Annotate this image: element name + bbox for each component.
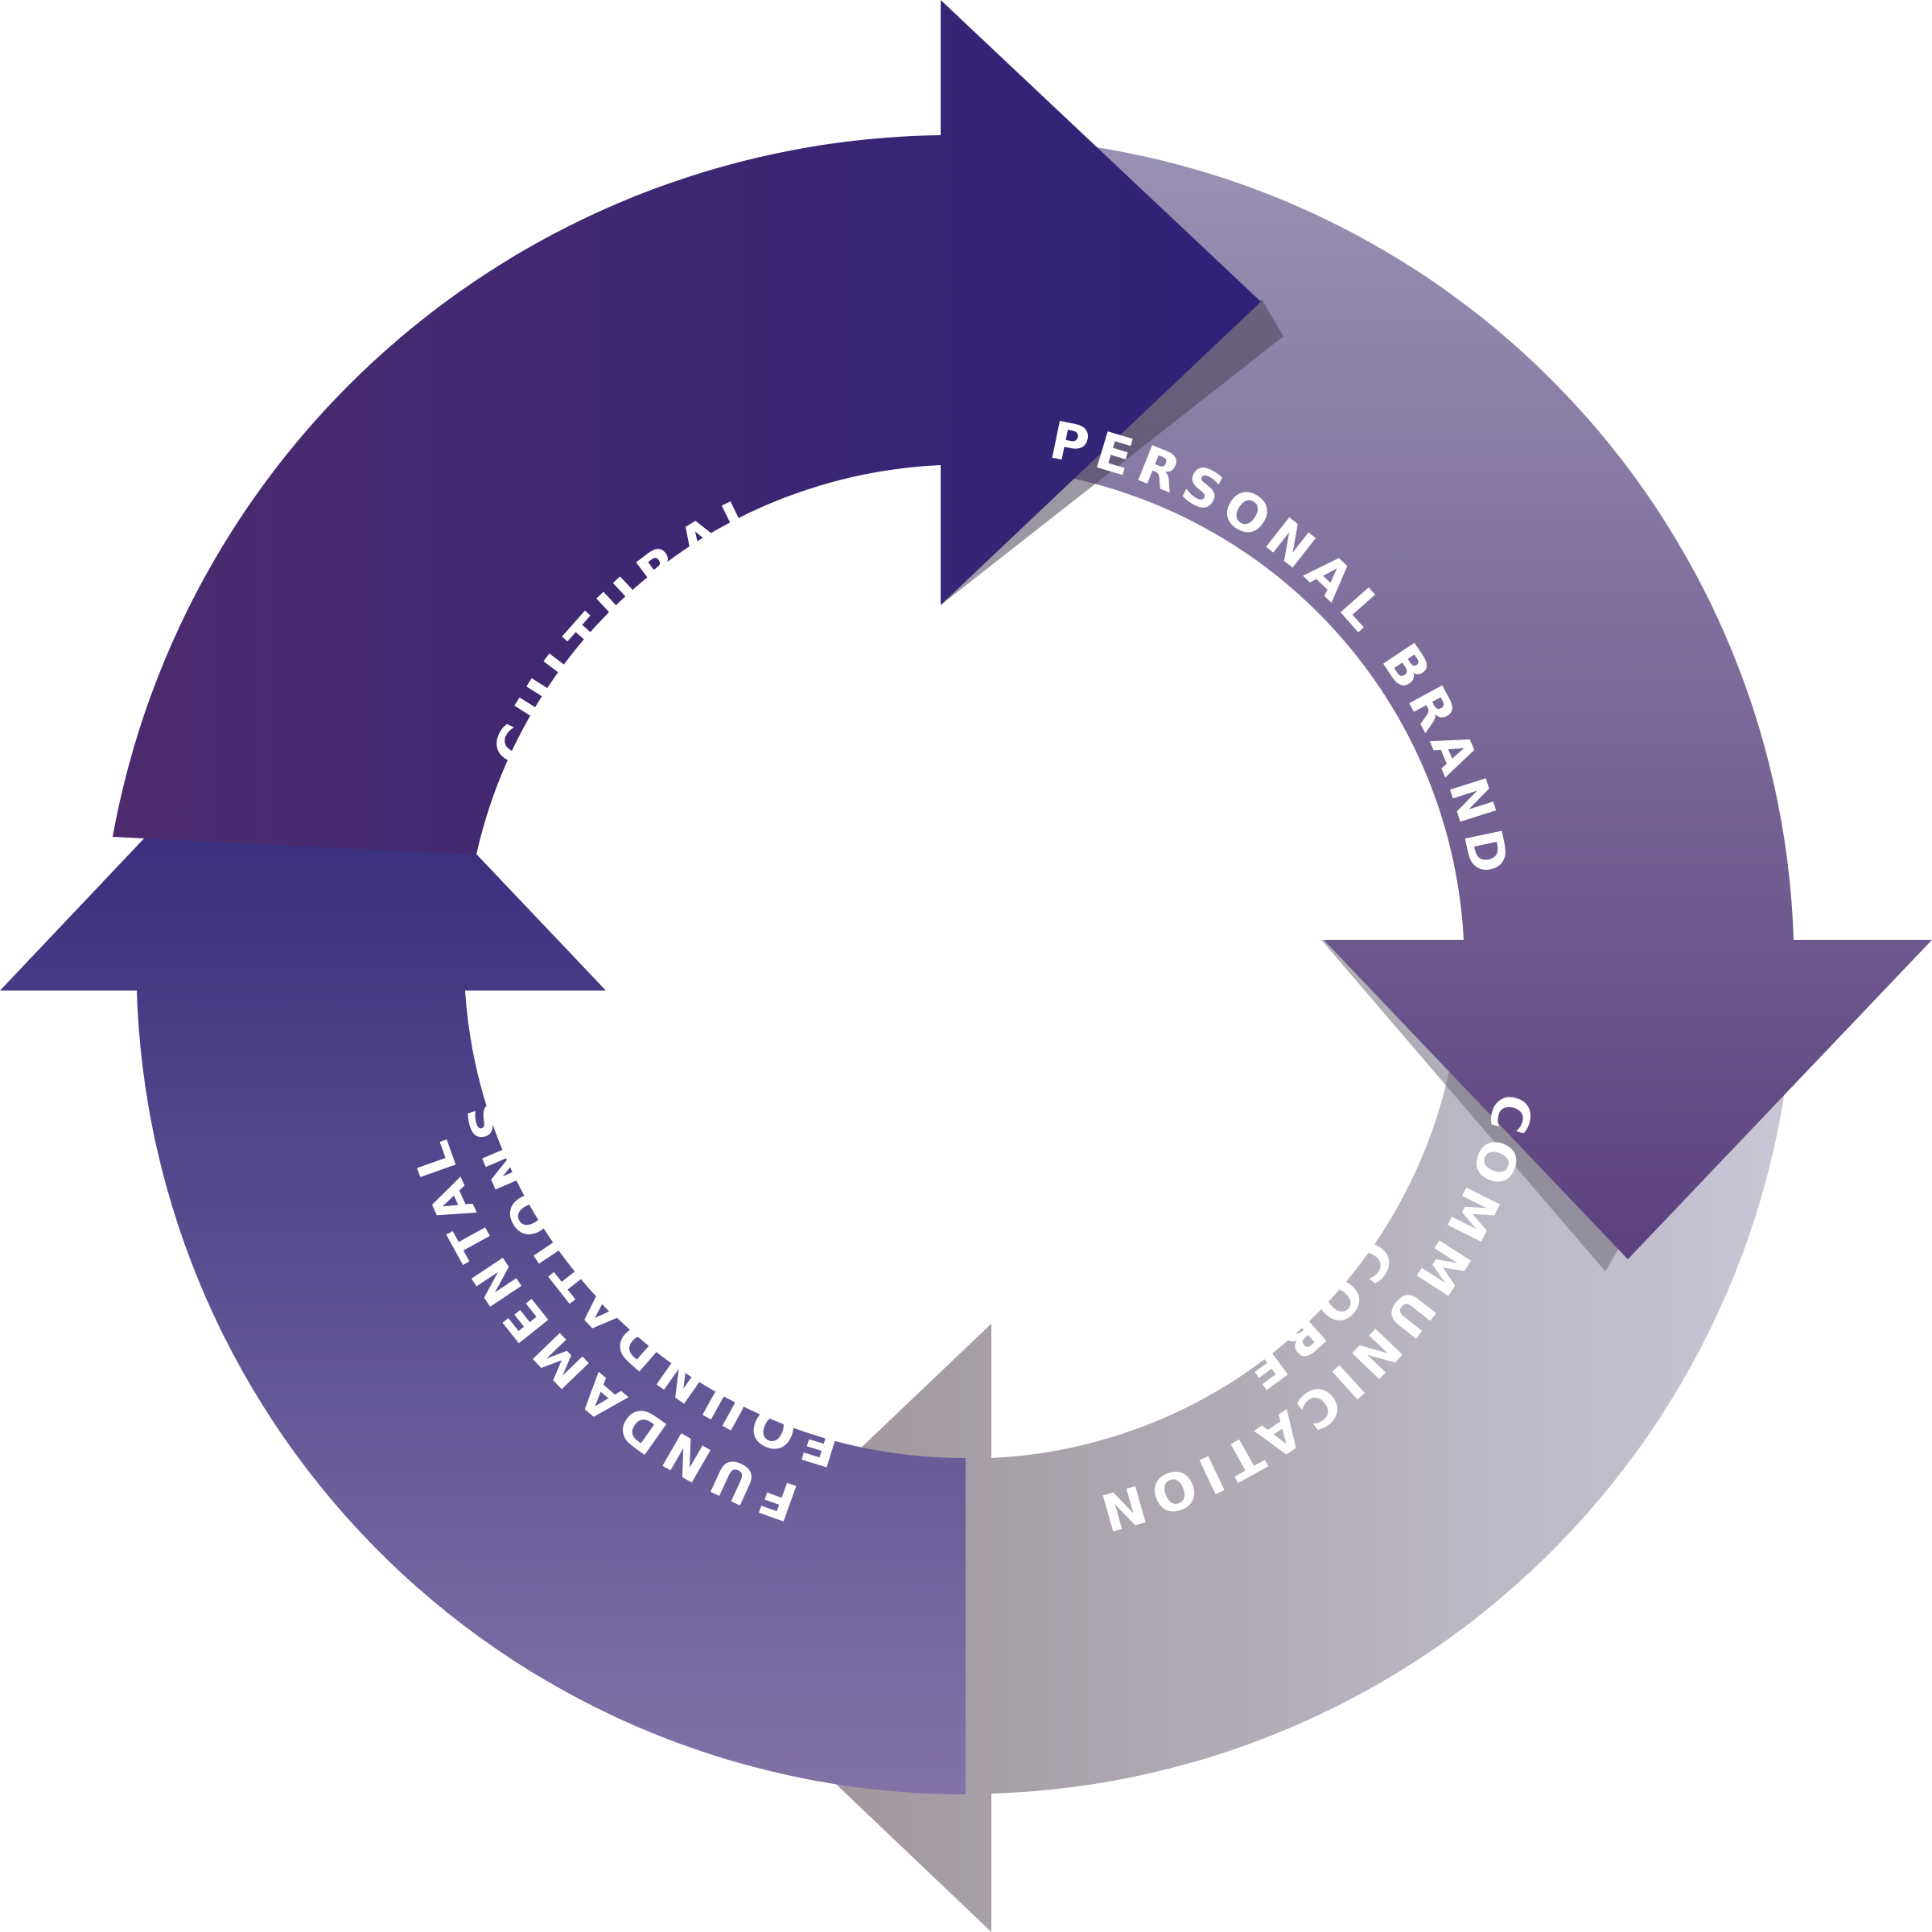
cultural-awareness-arrow bbox=[113, 0, 1261, 855]
segment-foundations bbox=[0, 671, 966, 1794]
cultural-awareness-shadow bbox=[941, 299, 1283, 605]
segment-personal-brand bbox=[966, 137, 1932, 1271]
segment-cultural-awareness bbox=[113, 0, 1283, 855]
foundations-arrow bbox=[0, 671, 966, 1794]
personal-brand-arrow bbox=[966, 137, 1932, 1259]
